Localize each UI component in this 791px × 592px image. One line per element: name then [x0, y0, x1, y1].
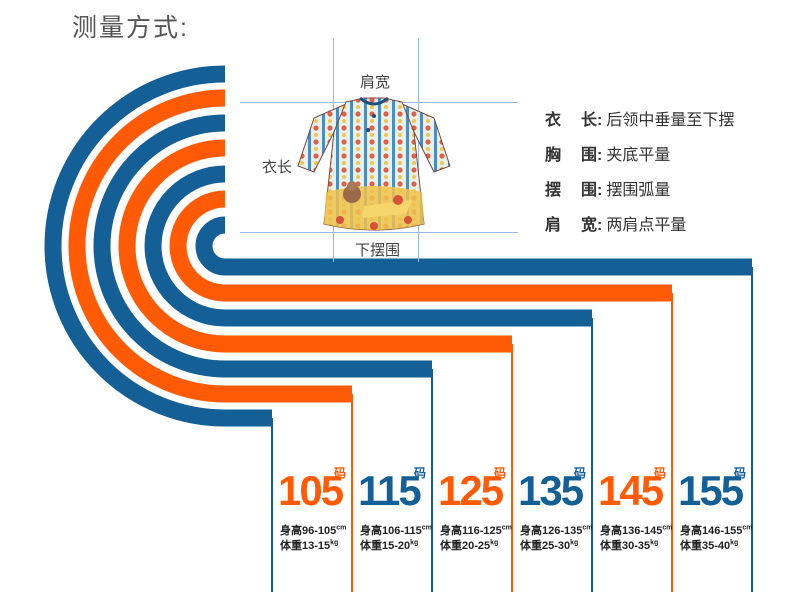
- column-divider: [351, 394, 353, 592]
- guide-line-right: [418, 38, 419, 262]
- definition-colon: :: [597, 182, 603, 199]
- size-weight: 体重30-35kg: [600, 539, 659, 552]
- size-unit: 码: [494, 466, 507, 480]
- arc-stripe: [68, 89, 352, 403]
- size-column-145: 码 145 身高136-145cm 体重30-35kg: [592, 440, 673, 592]
- label-length: 衣长: [262, 159, 293, 176]
- column-divider: [671, 293, 673, 592]
- definition-item: 胸围:夹底平量: [545, 141, 670, 165]
- definition-item: 摆围:摆围弧量: [545, 176, 670, 200]
- column-divider: [271, 418, 273, 592]
- size-number: 145: [598, 467, 664, 514]
- definition-term: 摆围: [545, 182, 597, 199]
- definition-term: 胸围: [545, 147, 597, 164]
- size-column-155: 码 155 身高146-155cm 体重35-40kg: [672, 440, 753, 592]
- column-divider: [591, 318, 593, 592]
- page-title: 测量方式:: [72, 14, 189, 42]
- size-number: 155: [678, 467, 744, 514]
- size-column-115: 码 115 身高106-115cm 体重15-20kg: [352, 440, 432, 592]
- size-height: 身高146-155cm: [680, 524, 753, 537]
- size-number: 125: [438, 467, 504, 514]
- size-height: 身高136-145cm: [600, 524, 673, 537]
- size-height: 身高106-115cm: [360, 524, 432, 537]
- size-unit: 码: [654, 466, 667, 480]
- arc-stripe: [93, 114, 432, 378]
- size-weight: 体重13-15kg: [280, 539, 339, 552]
- size-height: 身高96-105cm: [280, 524, 347, 537]
- size-column-105: 码 105 身高96-105cm 体重13-15kg: [272, 440, 350, 592]
- dress-illustration: [297, 96, 451, 231]
- size-weight: 体重20-25kg: [440, 539, 499, 552]
- label-shoulder-width: 肩宽: [360, 74, 391, 91]
- definition-term: 衣长: [545, 112, 597, 129]
- definition-item: 衣长:后领中垂量至下摆: [545, 106, 734, 130]
- guide-line-bottom: [240, 232, 518, 233]
- size-column-135: 码 135 身高126-135cm 体重25-30kg: [512, 440, 593, 592]
- size-weight: 体重35-40kg: [680, 539, 739, 552]
- column-divider: [751, 267, 753, 592]
- size-height: 身高126-135cm: [520, 524, 593, 537]
- size-number: 115: [358, 467, 422, 514]
- size-unit: 码: [734, 466, 747, 480]
- definition-desc: 夹底平量: [606, 147, 671, 164]
- arc-stripe: [44, 65, 272, 427]
- size-weight: 体重15-20kg: [360, 539, 419, 552]
- arc-stripe: [144, 165, 592, 327]
- definition-colon: :: [597, 217, 603, 234]
- size-weight: 体重25-30kg: [520, 539, 579, 552]
- size-unit: 码: [414, 466, 427, 480]
- column-divider: [511, 344, 513, 592]
- definition-desc: 后领中垂量至下摆: [606, 112, 735, 129]
- size-unit: 码: [574, 466, 587, 480]
- definition-desc: 摆围弧量: [606, 182, 671, 199]
- definition-item: 肩宽:两肩点平量: [545, 211, 686, 235]
- size-height: 身高116-125cm: [440, 524, 512, 537]
- size-number: 105: [278, 467, 344, 514]
- definition-term: 肩宽: [545, 217, 597, 234]
- definition-colon: :: [597, 147, 603, 164]
- arc-stripe: [118, 139, 512, 353]
- column-divider: [431, 369, 433, 592]
- size-column-125: 码 125 身高116-125cm 体重20-25kg: [432, 440, 512, 592]
- definition-colon: :: [597, 112, 603, 129]
- definition-desc: 两肩点平量: [606, 217, 687, 234]
- size-number: 135: [518, 467, 584, 514]
- arc-stripe: [169, 190, 672, 302]
- arc-stripe: [195, 216, 752, 276]
- size-unit: 码: [334, 466, 347, 480]
- label-hem: 下摆围: [355, 242, 401, 259]
